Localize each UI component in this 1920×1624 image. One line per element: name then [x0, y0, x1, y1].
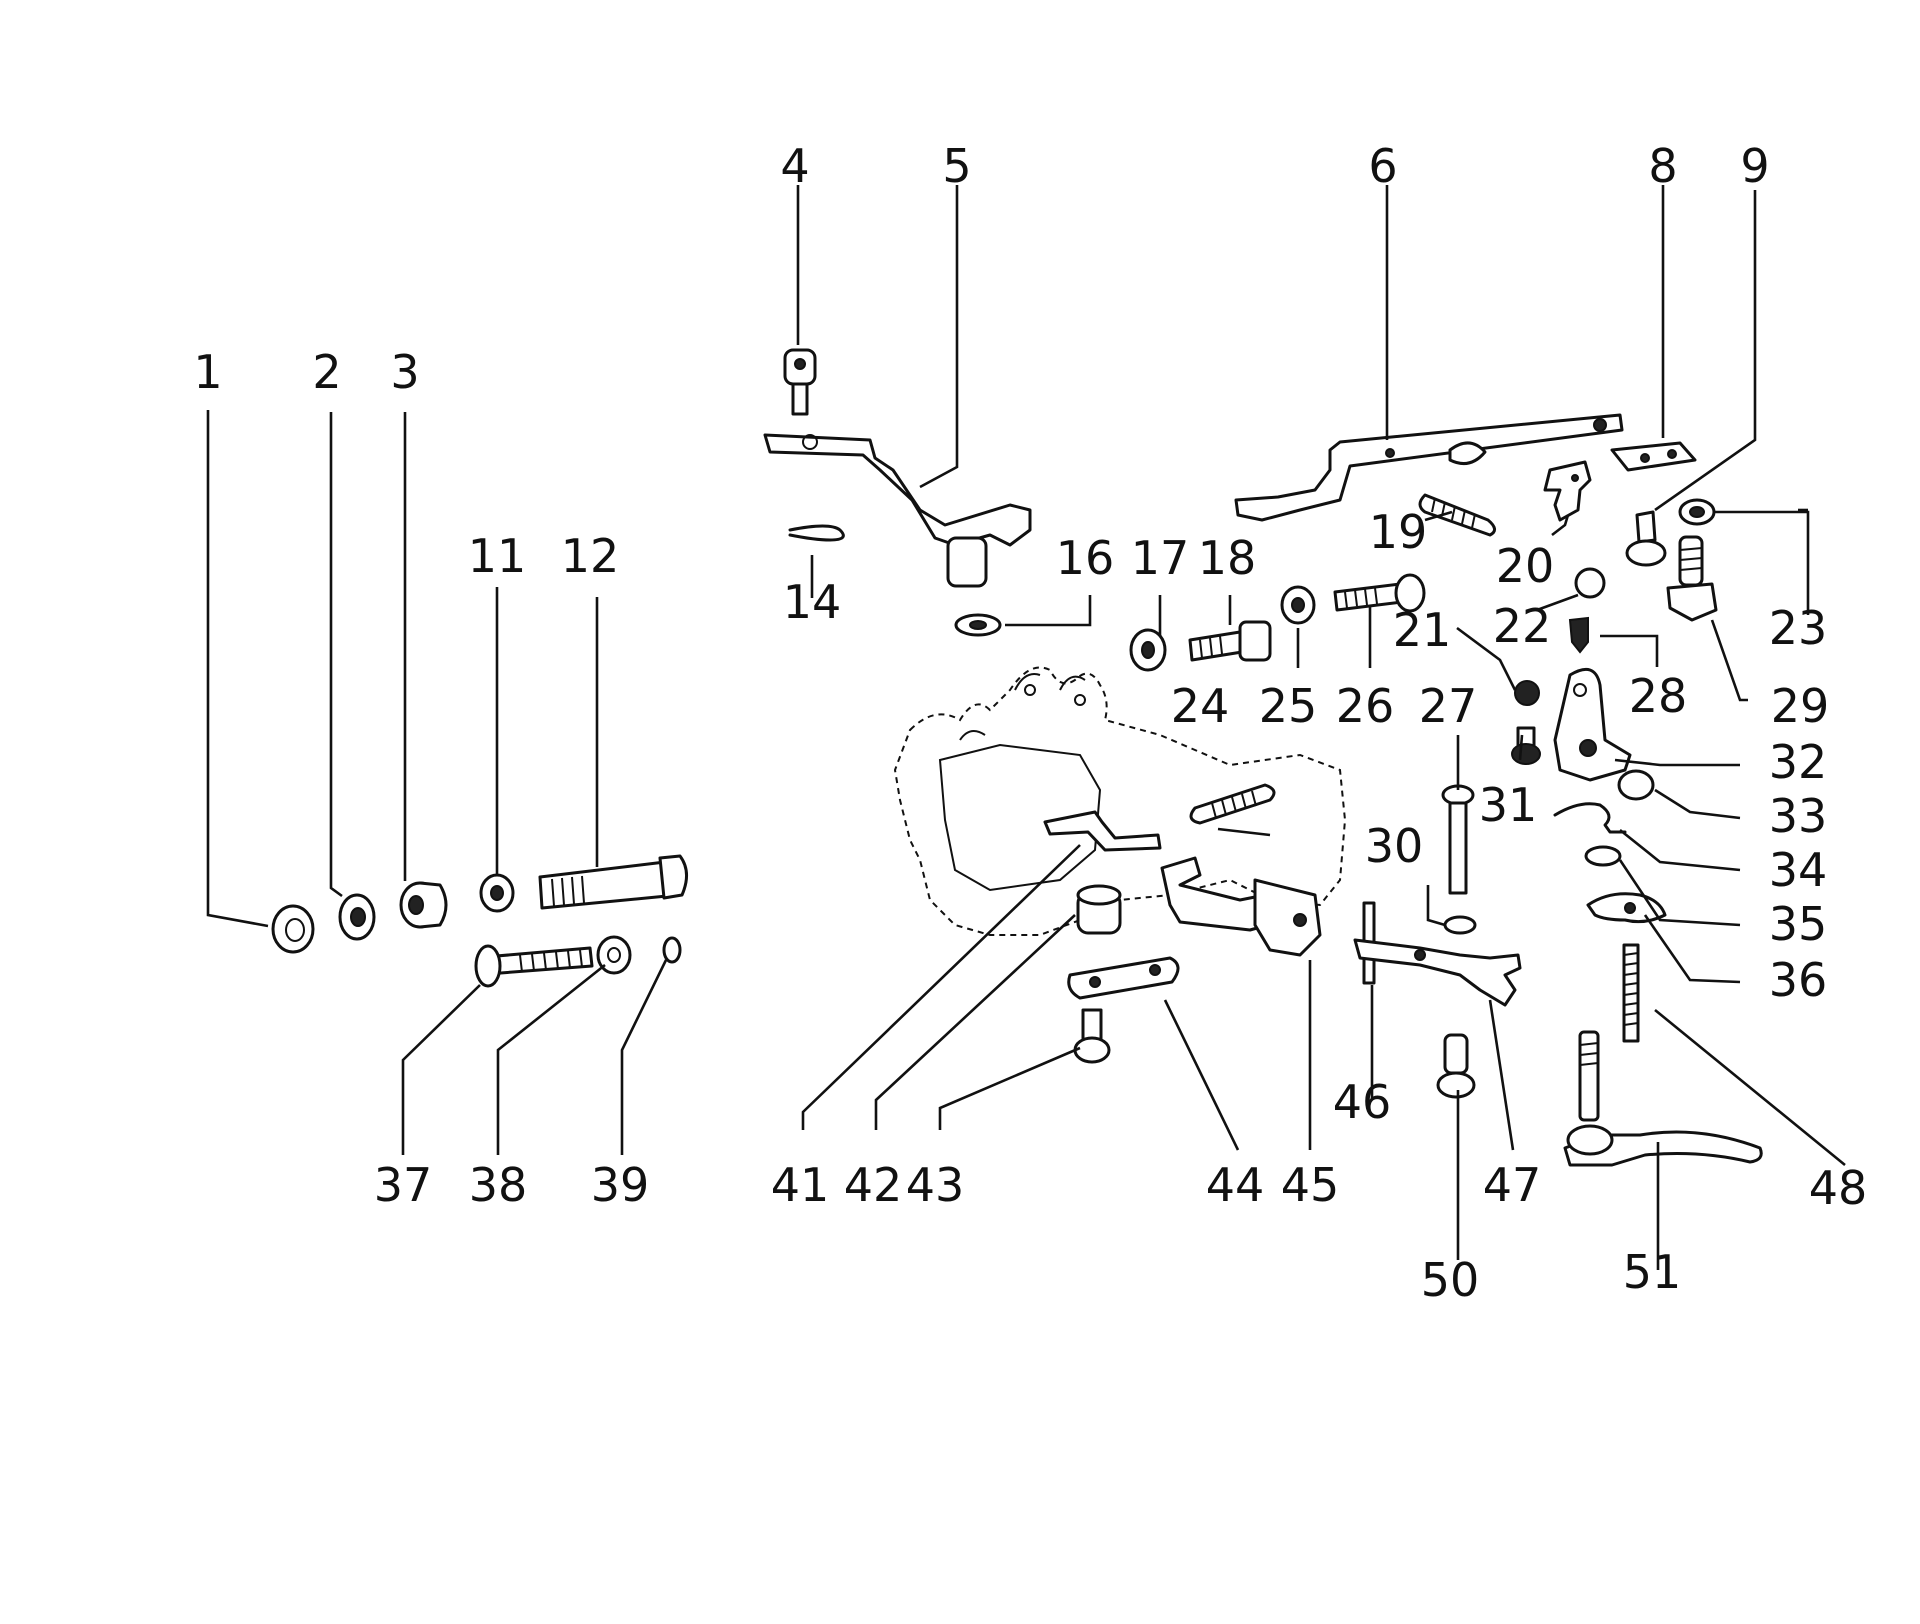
- leader-lines: [206, 185, 1846, 1270]
- part-labels: 1 2 3 4 5 6 8 9 11 12 14 16 17 18 19 20 …: [193, 139, 1867, 1307]
- label-25: 25: [1259, 679, 1318, 733]
- part-8-plate: [1610, 441, 1697, 472]
- label-16: 16: [1056, 531, 1115, 585]
- part-5-lever: [763, 433, 1032, 588]
- governor-housing: [893, 666, 1347, 936]
- part-50-screw: [1436, 1033, 1476, 1099]
- label-36: 36: [1769, 953, 1828, 1007]
- part-30-ring: [1443, 915, 1477, 935]
- label-51: 51: [1623, 1245, 1682, 1299]
- part-45-clevis-lever: [1160, 856, 1322, 957]
- label-17: 17: [1131, 531, 1190, 585]
- part-47-fork-lever: [1353, 938, 1522, 1007]
- label-14: 14: [783, 575, 842, 629]
- part-17-nut: [1129, 628, 1167, 672]
- part-6-long-lever: [1234, 413, 1624, 522]
- label-46: 46: [1333, 1075, 1392, 1129]
- part-42-bushing: [1076, 884, 1122, 935]
- part-14-cotter-pin: [788, 524, 845, 542]
- part-39-ring: [662, 936, 682, 964]
- label-26: 26: [1336, 679, 1395, 733]
- label-23: 23: [1769, 601, 1828, 655]
- label-5: 5: [942, 139, 971, 193]
- label-11: 11: [468, 529, 527, 583]
- label-8: 8: [1648, 139, 1677, 193]
- part-9-screw: [1625, 510, 1667, 567]
- part-37-bolt: [474, 944, 594, 988]
- label-3: 3: [390, 345, 419, 399]
- label-31: 31: [1479, 778, 1538, 832]
- part-32-lever: [1553, 667, 1632, 782]
- label-47: 47: [1483, 1158, 1542, 1212]
- label-9: 9: [1740, 139, 1769, 193]
- label-34: 34: [1769, 843, 1828, 897]
- part-23-nut: [1678, 498, 1716, 526]
- label-38: 38: [469, 1158, 528, 1212]
- part-26-bolt: [1333, 573, 1426, 613]
- label-2: 2: [312, 345, 341, 399]
- part-16-washer: [954, 613, 1002, 637]
- part-31-screw: [1511, 726, 1541, 765]
- label-21: 21: [1393, 603, 1452, 657]
- label-42: 42: [844, 1158, 903, 1212]
- label-20: 20: [1496, 539, 1555, 593]
- part-33-nut: [1617, 769, 1655, 801]
- part-18-screw: [1188, 620, 1272, 662]
- label-45: 45: [1281, 1158, 1340, 1212]
- part-19-spring: [1418, 493, 1496, 537]
- part-11-nut: [479, 873, 515, 913]
- label-28: 28: [1629, 669, 1688, 723]
- part-28-screw: [1568, 616, 1589, 654]
- label-1: 1: [193, 345, 222, 399]
- label-27: 27: [1419, 679, 1478, 733]
- part-34-pin: [1553, 802, 1627, 834]
- part-48-stud: [1622, 943, 1640, 1043]
- label-37: 37: [374, 1158, 433, 1212]
- part-43-screw: [1073, 1008, 1111, 1064]
- label-44: 44: [1206, 1158, 1265, 1212]
- part-29-adjusting-screw: [1666, 535, 1718, 622]
- part-20-bracket: [1543, 460, 1592, 522]
- label-29: 29: [1771, 679, 1830, 733]
- part-27-pin: [1441, 784, 1475, 895]
- part-21-ball: [1514, 680, 1540, 706]
- part-1-nut: [271, 904, 315, 954]
- label-30: 30: [1365, 819, 1424, 873]
- part-44-plate: [1067, 956, 1180, 1000]
- label-6: 6: [1368, 139, 1397, 193]
- part-41-rod: [1043, 810, 1162, 852]
- part-22-nut: [1574, 567, 1606, 599]
- part-38-nut: [596, 935, 632, 975]
- part-51-lever-shaft: [1563, 1030, 1763, 1167]
- part-36-cam: [1586, 892, 1667, 924]
- label-22: 22: [1493, 599, 1552, 653]
- part-3-bushing: [399, 881, 448, 929]
- part-35-ring: [1584, 845, 1622, 867]
- part-12-bolt: [538, 854, 688, 910]
- label-39: 39: [591, 1158, 650, 1212]
- label-18: 18: [1198, 531, 1257, 585]
- label-19: 19: [1369, 505, 1428, 559]
- label-32: 32: [1769, 735, 1828, 789]
- label-24: 24: [1171, 679, 1230, 733]
- label-48: 48: [1809, 1161, 1868, 1215]
- label-50: 50: [1421, 1253, 1480, 1307]
- label-43: 43: [906, 1158, 965, 1212]
- label-35: 35: [1769, 897, 1828, 951]
- part-24-spring: [1189, 783, 1276, 825]
- part-4-clevis: [783, 348, 817, 416]
- part-2-washer: [338, 893, 376, 941]
- label-12: 12: [561, 529, 620, 583]
- left-hardware-group: [271, 854, 688, 988]
- label-33: 33: [1769, 789, 1828, 843]
- label-4: 4: [780, 139, 809, 193]
- part-25-nut: [1280, 585, 1316, 625]
- label-41: 41: [771, 1158, 830, 1212]
